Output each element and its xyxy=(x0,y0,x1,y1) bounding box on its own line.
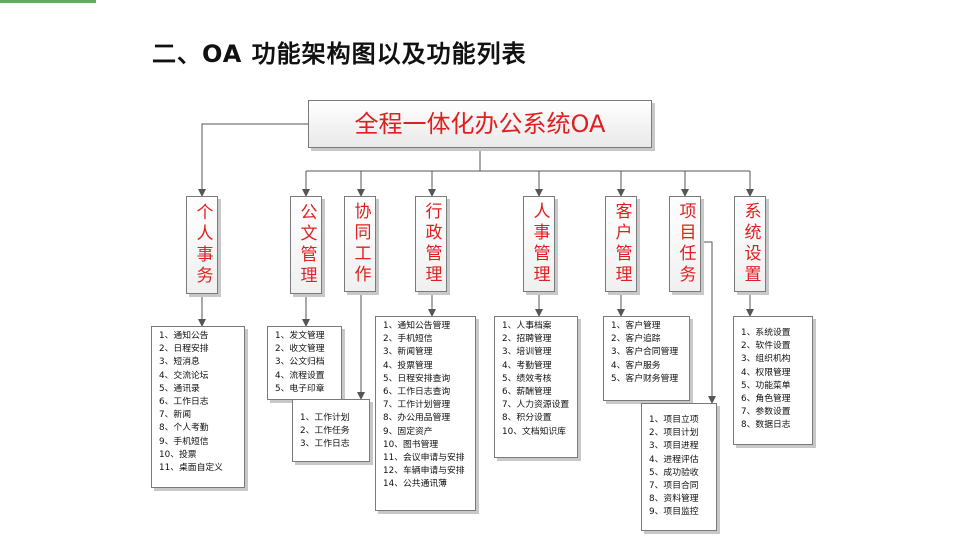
list-item: 10、图书管理 xyxy=(383,439,439,450)
list-item: 6、薪酬管理 xyxy=(502,387,552,398)
list-item: 1、客户管理 xyxy=(611,321,661,331)
category-hr-management: 人事管理 xyxy=(523,196,555,292)
list-item: 3、短消息 xyxy=(159,357,200,368)
list-item: 7、工作计划管理 xyxy=(383,400,451,411)
list-item: 11、桌面自定义 xyxy=(159,463,223,474)
list-item: 3、客户合同管理 xyxy=(611,347,679,358)
list-item: 1、发文管理 xyxy=(275,331,325,341)
list-item: 4、客户服务 xyxy=(611,360,661,371)
list-item: 1、人事档案 xyxy=(502,321,552,331)
list-item: 7、人力资源设置 xyxy=(502,400,570,411)
category-document-management: 公文管理 xyxy=(290,196,322,294)
list-item: 5、绩效考核 xyxy=(502,373,552,384)
root-system-box: 全程一体化办公系统OA xyxy=(308,100,652,148)
list-customer-management: 1、客户管理 2、客户追踪 3、客户合同管理 4、客户服务 5、客户财务管理 xyxy=(603,316,690,401)
accent-bar xyxy=(0,0,96,3)
connector-root-personal xyxy=(198,123,308,197)
category-label: 行政管理 xyxy=(421,202,442,286)
list-item: 14、公共通讯薄 xyxy=(383,479,447,490)
list-item: 4、交流论坛 xyxy=(159,370,209,381)
list-item: 7、项目合同 xyxy=(649,481,699,492)
category-label: 系统设置 xyxy=(740,202,761,286)
list-item: 6、工作日志查询 xyxy=(383,387,451,398)
list-item: 4、考勤管理 xyxy=(502,360,552,371)
list-item: 5、成功验收 xyxy=(649,467,699,478)
page-title: 二、OA 功能架构图以及功能列表 xyxy=(152,40,527,68)
list-item: 7、参数设置 xyxy=(741,407,791,418)
list-item: 4、投票管理 xyxy=(383,360,433,371)
category-collaboration: 协同工作 xyxy=(344,196,376,292)
list-item: 2、项目计划 xyxy=(649,428,699,439)
list-item: 6、工作日志 xyxy=(159,397,209,408)
list-item: 1、工作计划 xyxy=(300,413,350,423)
list-item: 8、办公用品管理 xyxy=(383,413,451,424)
list-collaboration: 1、工作计划 2、工作任务 3、工作日志 xyxy=(292,399,370,462)
list-item: 1、通知公告 xyxy=(159,331,209,341)
list-item: 9、手机短信 xyxy=(159,436,209,447)
category-system-settings: 系统设置 xyxy=(734,196,766,292)
list-hr-management: 1、人事档案 2、招聘管理 3、培训管理 4、考勤管理 5、绩效考核 6、薪酬管理 7、人力… xyxy=(494,316,578,458)
category-label: 个人事务 xyxy=(192,203,213,287)
list-item: 2、招聘管理 xyxy=(502,334,552,345)
list-item: 2、收文管理 xyxy=(275,344,325,355)
list-item: 5、电子印章 xyxy=(275,383,325,394)
list-item: 3、组织机构 xyxy=(741,354,791,365)
list-item: 2、工作任务 xyxy=(300,426,350,437)
list-item: 11、会议申请与安排 xyxy=(383,453,465,464)
category-label: 项目任务 xyxy=(675,202,696,286)
list-item: 5、日程安排查询 xyxy=(383,373,451,384)
category-administration: 行政管理 xyxy=(415,196,447,292)
list-item: 8、数据日志 xyxy=(741,420,791,431)
category-label: 客户管理 xyxy=(611,202,632,286)
connector-project-list xyxy=(700,241,716,404)
list-item: 7、新闻 xyxy=(159,410,191,421)
list-item: 5、客户财务管理 xyxy=(611,373,679,384)
list-item: 9、固定资产 xyxy=(383,426,433,437)
list-project-tasks: 1、项目立项 2、项目计划 3、项目进程 4、进程评估 5、成功验收 7、项目合同 8、资料… xyxy=(641,403,717,531)
list-item: 2、客户追踪 xyxy=(611,334,661,345)
list-item: 3、培训管理 xyxy=(502,347,552,358)
list-item: 3、工作日志 xyxy=(300,439,350,450)
list-item: 3、新闻管理 xyxy=(383,347,433,358)
list-item: 1、系统设置 xyxy=(741,328,791,338)
category-label: 人事管理 xyxy=(529,202,550,286)
list-item: 12、车辆申请与安排 xyxy=(383,466,465,477)
list-document-management: 1、发文管理 2、收文管理 3、公文归档 4、流程设置 5、电子印章 xyxy=(267,326,342,400)
list-item: 2、手机短信 xyxy=(383,334,433,345)
list-personal-affairs: 1、通知公告 2、日程安排 3、短消息 4、交流论坛 5、通讯录 6、工作日志 7、新闻 8、… xyxy=(151,326,245,488)
list-item: 9、项目监控 xyxy=(649,507,699,518)
list-item: 2、日程安排 xyxy=(159,344,209,355)
list-item: 1、项目立项 xyxy=(649,415,699,425)
category-label: 协同工作 xyxy=(350,202,371,286)
list-item: 8、个人考勤 xyxy=(159,423,209,434)
list-item: 8、资料管理 xyxy=(649,494,699,505)
list-item: 3、公文归档 xyxy=(275,357,325,368)
list-system-settings: 1、系统设置 2、软件设置 3、组织机构 4、权限管理 5、功能菜单 6、角色管理 7、参数… xyxy=(733,316,813,445)
list-item: 10、文档知识库 xyxy=(502,426,566,437)
list-item: 4、进程评估 xyxy=(649,454,699,465)
list-item: 3、项目进程 xyxy=(649,441,699,452)
category-label: 公文管理 xyxy=(296,203,317,287)
list-item: 5、通讯录 xyxy=(159,383,200,394)
list-item: 8、积分设置 xyxy=(502,413,552,424)
list-administration: 1、通知公告管理 2、手机短信 3、新闻管理 4、投票管理 5、日程安排查询 6、工作日志… xyxy=(375,316,476,511)
list-item: 1、通知公告管理 xyxy=(383,321,451,331)
list-item: 10、投票 xyxy=(159,449,197,460)
list-item: 4、流程设置 xyxy=(275,370,325,381)
category-personal-affairs: 个人事务 xyxy=(186,196,218,294)
list-item: 4、权限管理 xyxy=(741,367,791,378)
category-project-tasks: 项目任务 xyxy=(669,196,701,292)
list-item: 2、软件设置 xyxy=(741,341,791,352)
category-customer-management: 客户管理 xyxy=(605,196,637,292)
list-item: 5、功能菜单 xyxy=(741,380,791,391)
list-item: 6、角色管理 xyxy=(741,394,791,405)
